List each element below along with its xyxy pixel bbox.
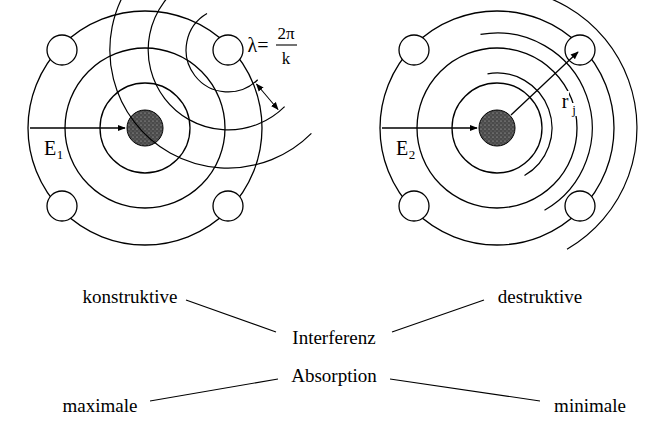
distance-symbol: r <box>561 91 570 111</box>
distance-subscript: j <box>571 103 577 116</box>
outgoing-wavefronts <box>473 0 637 249</box>
neighbour-atom <box>213 35 243 65</box>
energy-symbol: E <box>44 138 56 158</box>
scheme-lines <box>150 300 540 401</box>
scheme-term: minimale <box>554 396 626 415</box>
neighbour-atom <box>399 191 429 221</box>
absorbing-atom <box>479 110 515 146</box>
wavefront-arc <box>148 0 284 130</box>
energy-subscript: 2 <box>409 148 416 161</box>
neighbour-atom <box>47 191 77 221</box>
scheme-term: maximale <box>63 396 138 415</box>
scattered-wavefronts <box>110 0 312 168</box>
absorbing-atom <box>127 110 163 146</box>
shell-circle <box>28 11 262 245</box>
energy-subscript: 1 <box>57 148 64 161</box>
fraction-numerator: 2π <box>277 25 294 42</box>
scheme-line <box>390 379 540 401</box>
neighbour-atom <box>47 35 77 65</box>
distance-arrow <box>511 52 578 115</box>
neighbour-atom <box>565 191 595 221</box>
wavefront-arc <box>186 14 258 92</box>
neighbour-atom <box>399 35 429 65</box>
formula-symbol: λ= <box>248 35 269 55</box>
wavefront-arc <box>473 0 637 249</box>
fraction-denominator: k <box>282 50 291 67</box>
photon-arrow <box>30 127 125 129</box>
scheme-line <box>392 300 484 332</box>
fraction-bar <box>276 44 297 45</box>
photon-arrow <box>382 127 477 129</box>
scheme-term: Absorption <box>291 366 377 385</box>
scheme-line <box>150 379 278 401</box>
atom-shells <box>380 11 614 245</box>
scheme-line <box>186 300 276 332</box>
wavelength-arrow <box>257 84 279 110</box>
shell-circle <box>380 11 614 245</box>
atom-shells <box>28 11 262 245</box>
scheme-term: destruktive <box>498 287 582 306</box>
energy-symbol: E <box>396 138 408 158</box>
neighbour-atom <box>213 191 243 221</box>
scheme-term: Interferenz <box>292 328 375 347</box>
wavefront-arc <box>110 0 312 168</box>
scheme-term: konstruktive <box>83 287 178 306</box>
